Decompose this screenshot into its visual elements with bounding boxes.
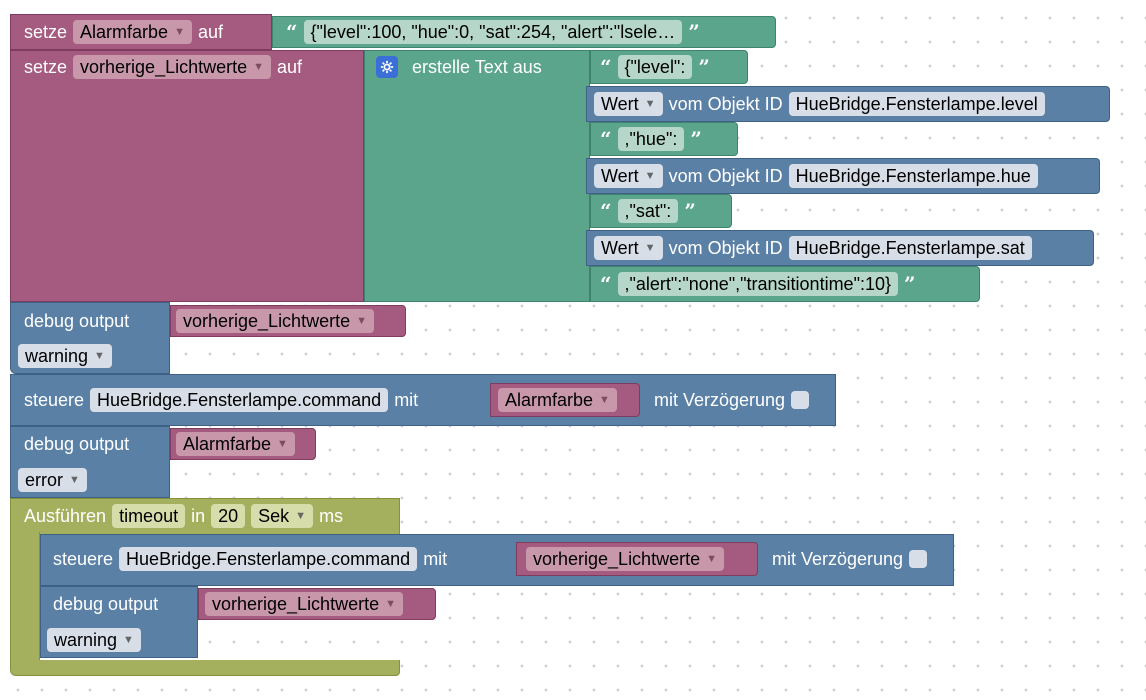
ausfuehren-label: Ausführen — [24, 505, 107, 526]
log-level-dropdown-2[interactable]: error ▼ — [18, 468, 87, 492]
object-id-field-level[interactable]: HueBridge.Fensterlampe.level — [788, 92, 1045, 116]
debug-output-label: debug output — [24, 433, 130, 454]
set-variable-block-vorherige[interactable] — [10, 50, 364, 302]
debug-output-label: debug output — [24, 310, 130, 331]
variable-dropdown-vorherige[interactable]: vorherige_Lichtwerte ▼ — [205, 592, 403, 616]
chevron-down-icon: ▼ — [69, 474, 80, 486]
mit-label: mit — [394, 389, 419, 410]
timeout-block[interactable] — [10, 498, 400, 534]
variable-dropdown-vorherige[interactable]: vorherige_Lichtwerte ▼ — [73, 55, 272, 79]
chevron-down-icon: ▼ — [253, 61, 265, 73]
mode-label: Wert — [601, 238, 639, 258]
text-input-level[interactable]: {"level": — [617, 55, 693, 79]
variable-name: Alarmfarbe — [80, 22, 169, 42]
variable-name: vorherige_Lichtwerte — [212, 594, 380, 614]
object-id-field-command[interactable]: HueBridge.Fensterlampe.command — [119, 547, 418, 571]
create-text-block[interactable] — [364, 50, 590, 302]
variable-dropdown-vorherige[interactable]: vorherige_Lichtwerte ▼ — [526, 547, 724, 571]
gear-icon[interactable] — [376, 56, 398, 78]
unit-value: Sek — [258, 506, 290, 526]
object-id-field-sat[interactable]: HueBridge.Fensterlampe.sat — [788, 236, 1032, 260]
log-level-dropdown-1[interactable]: warning ▼ — [18, 344, 112, 368]
timeout-value-field[interactable]: 20 — [211, 504, 246, 528]
text-input-sat[interactable]: ,"sat": — [617, 199, 679, 223]
variable-dropdown-vorherige[interactable]: vorherige_Lichtwerte ▼ — [176, 309, 374, 333]
setze-label: setze — [24, 21, 68, 42]
text-input-alert[interactable]: ,"alert":"none","transitiontime":10} — [617, 272, 898, 296]
variable-dropdown-alarmfarbe[interactable]: Alarmfarbe ▼ — [498, 388, 617, 412]
value-mode-dropdown[interactable]: Wert ▼ — [594, 236, 663, 260]
timeout-block-footer — [10, 660, 400, 676]
ms-label: ms — [319, 505, 344, 526]
chevron-down-icon: ▼ — [644, 242, 656, 254]
chevron-down-icon: ▼ — [644, 98, 656, 110]
variable-name: vorherige_Lichtwerte — [533, 549, 701, 569]
quote-close-icon: ” — [690, 127, 702, 151]
quote-close-icon: ” — [684, 199, 696, 223]
object-id-label: vom Objekt ID — [668, 93, 783, 114]
chevron-down-icon: ▼ — [706, 553, 717, 565]
quote-open-icon: “ — [600, 127, 612, 151]
delay-label: mit Verzögerung — [654, 389, 786, 410]
timeout-unit-dropdown[interactable]: Sek ▼ — [251, 504, 314, 528]
chevron-down-icon: ▼ — [123, 634, 134, 646]
object-id-field-hue[interactable]: HueBridge.Fensterlampe.hue — [788, 164, 1038, 188]
steuere-label: steuere — [53, 548, 114, 569]
debug-output-label: debug output — [53, 593, 159, 614]
variable-name: Alarmfarbe — [505, 390, 594, 410]
quote-open-icon: “ — [600, 199, 612, 223]
quote-close-icon: ” — [698, 55, 710, 79]
variable-name: vorherige_Lichtwerte — [183, 311, 351, 331]
variable-dropdown-alarmfarbe[interactable]: Alarmfarbe ▼ — [176, 432, 295, 456]
quote-close-icon: ” — [688, 20, 700, 44]
mode-label: Wert — [601, 166, 639, 186]
create-text-label: erstelle Text aus — [412, 56, 542, 77]
quote-open-icon: “ — [286, 20, 298, 44]
chevron-down-icon: ▼ — [277, 438, 288, 450]
chevron-down-icon: ▼ — [94, 350, 105, 362]
quote-open-icon: “ — [600, 272, 612, 296]
chevron-down-icon: ▼ — [599, 394, 610, 406]
variable-name: Alarmfarbe — [183, 434, 272, 454]
delay-checkbox[interactable] — [909, 550, 928, 568]
object-id-field-command[interactable]: HueBridge.Fensterlampe.command — [90, 388, 389, 412]
mode-label: Wert — [601, 94, 639, 114]
chevron-down-icon: ▼ — [385, 598, 396, 610]
setze-label: setze — [24, 56, 68, 77]
mit-label: mit — [423, 548, 448, 569]
delay-checkbox[interactable] — [791, 391, 810, 409]
object-id-label: vom Objekt ID — [668, 165, 783, 186]
value-mode-dropdown[interactable]: Wert ▼ — [594, 164, 663, 188]
auf-label: auf — [277, 56, 303, 77]
chevron-down-icon: ▼ — [356, 315, 367, 327]
log-level-value: error — [25, 470, 64, 490]
text-input-hue[interactable]: ,"hue": — [617, 127, 685, 151]
variable-dropdown-alarmfarbe[interactable]: Alarmfarbe ▼ — [73, 20, 192, 44]
object-id-label: vom Objekt ID — [668, 237, 783, 258]
quote-open-icon: “ — [600, 55, 612, 79]
delay-label: mit Verzögerung — [772, 548, 904, 569]
log-level-value: warning — [54, 630, 118, 650]
value-mode-dropdown[interactable]: Wert ▼ — [594, 92, 663, 116]
chevron-down-icon: ▼ — [174, 26, 185, 38]
log-level-value: warning — [25, 346, 89, 366]
log-level-dropdown-3[interactable]: warning ▼ — [47, 628, 141, 652]
chevron-down-icon: ▼ — [295, 510, 307, 522]
chevron-down-icon: ▼ — [644, 170, 656, 182]
quote-close-icon: ” — [904, 272, 916, 296]
timeout-name-field[interactable]: timeout — [112, 504, 186, 528]
auf-label: auf — [197, 21, 223, 42]
in-label: in — [191, 505, 206, 526]
variable-name: vorherige_Lichtwerte — [80, 57, 248, 77]
steuere-label: steuere — [24, 389, 85, 410]
timeout-block-arm — [10, 532, 40, 662]
text-input-alarm-json[interactable]: {"level":100, "hue":0, "sat":254, "alert… — [303, 20, 683, 44]
